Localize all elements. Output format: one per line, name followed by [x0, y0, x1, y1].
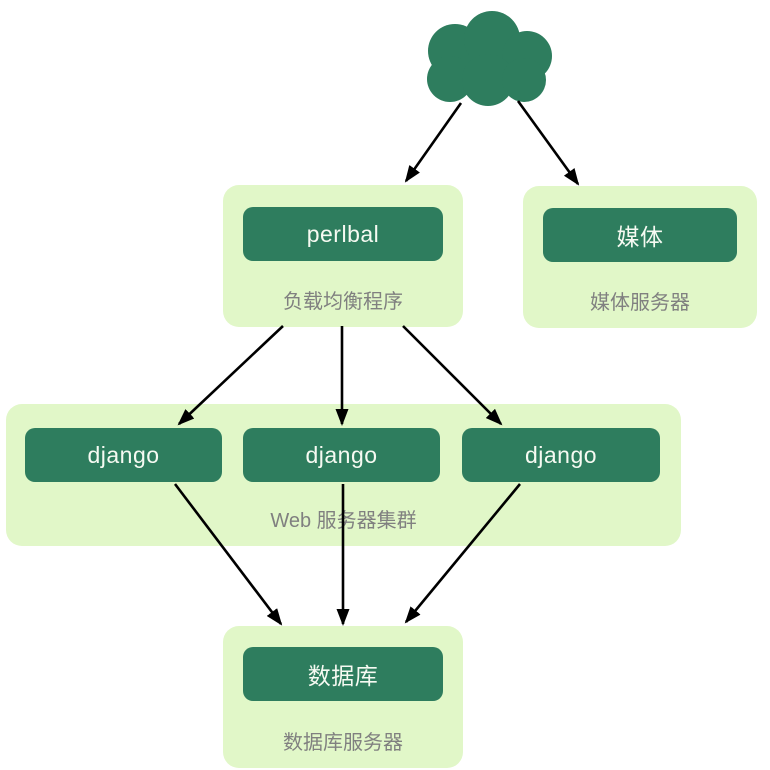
webserver-node-1-label: django — [87, 441, 160, 468]
web-cluster-group: django django django Web 服务器集群 — [6, 404, 681, 546]
internet-cloud-icon — [427, 11, 552, 106]
webserver-node-1: django — [25, 428, 222, 482]
media-node-label: 媒体 — [616, 224, 664, 250]
arrow-cloud-to-loadbalancer — [404, 102, 463, 183]
arrow-cloud-to-media — [516, 100, 580, 186]
loadbalancer-node: perlbal — [243, 207, 443, 261]
database-caption: 数据库服务器 — [283, 732, 403, 754]
webserver-node-3-label: django — [524, 441, 598, 468]
loadbalancer-node-label: perlbal — [306, 220, 380, 247]
loadbalancer-group: perlbal 负载均衡程序 — [223, 185, 463, 327]
media-node: 媒体 — [543, 208, 737, 262]
web-cluster-caption: Web 服务器集群 — [270, 510, 417, 532]
loadbalancer-caption: 负载均衡程序 — [283, 291, 403, 313]
database-node: 数据库 — [243, 647, 443, 701]
media-server-group: 媒体 媒体服务器 — [523, 186, 757, 328]
database-node-label: 数据库 — [307, 663, 379, 689]
webserver-node-3: django — [462, 428, 660, 482]
database-group: 数据库 数据库服务器 — [223, 626, 463, 768]
media-caption: 媒体服务器 — [590, 292, 690, 314]
webserver-node-2: django — [243, 428, 440, 482]
webserver-node-2-label: django — [305, 441, 378, 468]
